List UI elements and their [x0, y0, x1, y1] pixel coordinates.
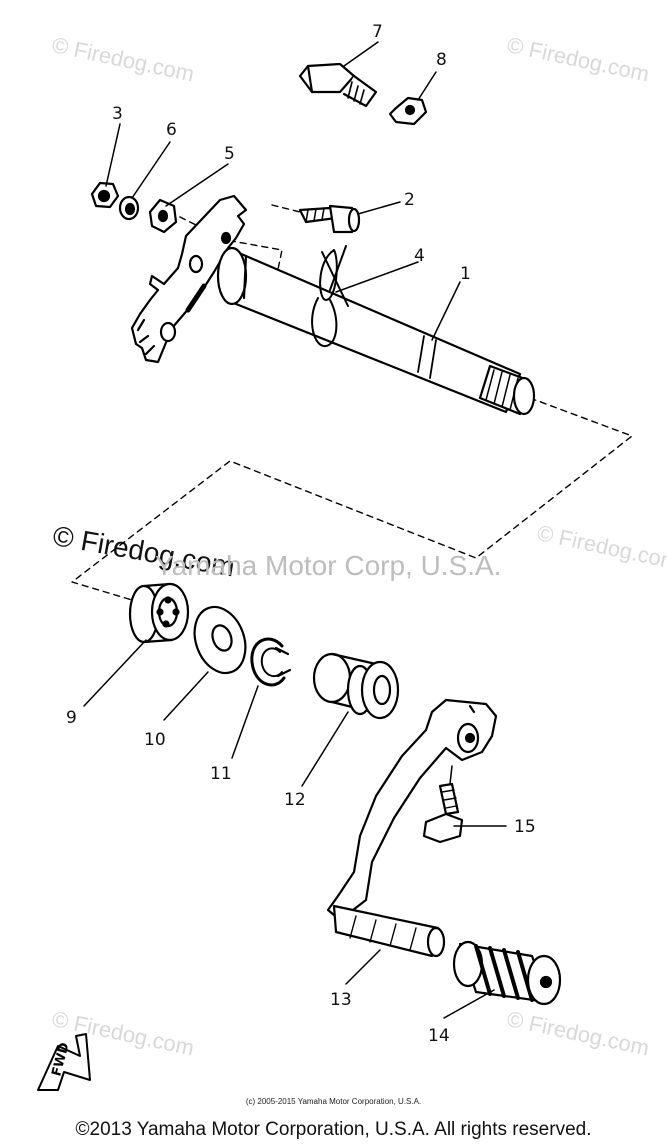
part-14-rubber-cover	[452, 940, 562, 1006]
part-4-spring-clip	[311, 245, 349, 348]
part-7-stud-bolt	[298, 62, 378, 108]
callout-8: 8	[436, 50, 447, 70]
part-3-nut	[90, 181, 120, 209]
callout-3: 3	[112, 104, 123, 124]
callout-2: 2	[404, 190, 415, 210]
callout-13: 13	[330, 990, 352, 1010]
part-9-bearing	[128, 582, 190, 644]
footer-copyright: ©2013 Yamaha Motor Corporation, U.S.A. A…	[75, 1119, 592, 1140]
callout-5: 5	[224, 144, 235, 164]
shift-pedal-arm	[326, 698, 498, 958]
leader-lines	[83, 41, 507, 1019]
callout-4: 4	[414, 246, 425, 266]
callout-6: 6	[166, 120, 177, 140]
small-copyright: (c) 2005-2015 Yamaha Motor Corporation, …	[245, 1097, 422, 1106]
callout-11: 11	[210, 764, 232, 784]
part-13-foot-peg	[332, 904, 440, 958]
callout-9: 9	[66, 708, 77, 728]
callout-10: 10	[144, 730, 166, 750]
callout-15: 15	[514, 817, 536, 837]
callout-7: 7	[372, 22, 383, 42]
watermark-center-yamaha: Yamaha Motor Corp, U.S.A.	[155, 550, 502, 581]
part-15-bolt	[422, 782, 464, 844]
part-2-pin-bolt	[298, 204, 361, 234]
part-5-lock-washer	[148, 198, 178, 234]
part-6-washer	[118, 195, 140, 221]
part-12-collar	[312, 652, 400, 720]
part-10-washer	[193, 605, 247, 675]
callout-12: 12	[284, 790, 306, 810]
part-8-lock-washer	[388, 96, 428, 126]
assembly-dashed-lines	[71, 204, 633, 601]
fwd-arrow-icon	[37, 1033, 91, 1091]
part-1-shift-shaft	[130, 194, 536, 416]
callout-1: 1	[460, 264, 471, 284]
part-11-circlip	[250, 637, 292, 687]
callout-14: 14	[428, 1026, 450, 1046]
